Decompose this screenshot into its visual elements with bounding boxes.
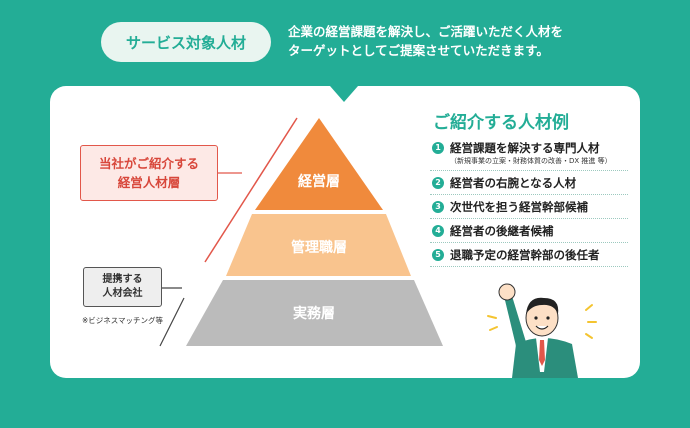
list-item: 2 経営者の右腕となる人材 <box>430 171 628 195</box>
list-item: 5 退職予定の経営幹部の後任者 <box>430 243 628 267</box>
card-notch <box>330 86 358 102</box>
pyramid-middle-label: 管理職層 <box>291 240 347 256</box>
item-sub: （新規事業の立案・財務体質の改善・DX 推進 等） <box>450 157 612 165</box>
examples-list: 1 経営課題を解決する専門人材 （新規事業の立案・財務体質の改善・DX 推進 等… <box>430 136 628 267</box>
pyramid-middle-layer <box>226 214 411 276</box>
callout-red-line-1: 当社がご紹介する <box>98 156 199 171</box>
callout-red-line-2: 経営人材層 <box>117 175 181 190</box>
number-badge: 1 <box>432 142 444 154</box>
pyramid-top-label: 経営層 <box>298 174 340 190</box>
examples-title: ご紹介する人材例 <box>433 113 569 133</box>
service-target-pill: サービス対象人材 <box>101 22 271 62</box>
item-label: 退職予定の経営幹部の後任者 <box>450 248 600 262</box>
own-service-callout: 当社がご紹介する 経営人材層 <box>80 145 218 201</box>
intro-line-1: 企業の経営課題を解決し、ご活躍いただく人材を <box>288 24 564 39</box>
partner-note: ※ビジネスマッチング等 <box>82 316 164 325</box>
intro-text: 企業の経営課題を解決し、ご活躍いただく人材を ターゲットとしてご提案させていただ… <box>288 22 648 60</box>
pyramid-bottom-layer <box>186 280 443 346</box>
pyramid-top-layer <box>255 118 383 210</box>
list-item: 4 経営者の後継者候補 <box>430 219 628 243</box>
gray-diagonal <box>159 297 185 347</box>
list-item: 3 次世代を担う経営幹部候補 <box>430 195 628 219</box>
pyramid-bottom-label: 実務層 <box>293 306 335 322</box>
item-label: 経営者の右腕となる人材 <box>450 176 577 190</box>
number-badge: 5 <box>432 249 444 261</box>
pill-label: サービス対象人材 <box>125 33 246 52</box>
item-label: 経営課題を解決する専門人材 <box>450 141 600 155</box>
number-badge: 2 <box>432 177 444 189</box>
partner-callout: 提携する 人材会社 <box>83 267 162 307</box>
list-item: 1 経営課題を解決する専門人材 （新規事業の立案・財務体質の改善・DX 推進 等… <box>430 136 628 171</box>
red-diagonal <box>204 117 298 263</box>
callout-gray-line-1: 提携する <box>102 274 143 285</box>
businessman-illustration <box>487 283 597 378</box>
intro-line-2: ターゲットとしてご提案させていただきます。 <box>288 43 549 58</box>
item-label: 次世代を担う経営幹部候補 <box>450 200 588 214</box>
item-label: 経営者の後継者候補 <box>450 224 554 238</box>
number-badge: 4 <box>432 225 444 237</box>
number-badge: 3 <box>432 201 444 213</box>
callout-gray-line-2: 人材会社 <box>102 288 143 299</box>
